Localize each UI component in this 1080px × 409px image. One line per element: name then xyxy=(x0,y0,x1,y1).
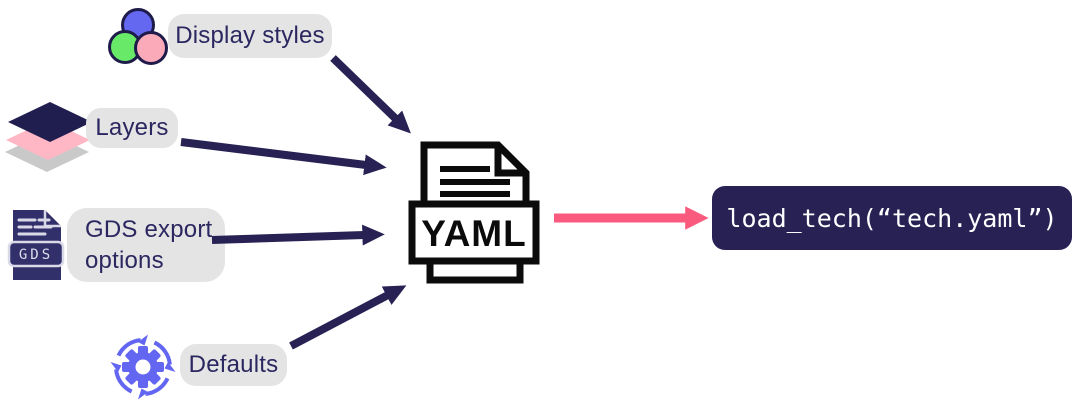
gds-export-options-label: GDS export options xyxy=(67,208,225,282)
defaults-label: Defaults xyxy=(180,344,287,386)
arrow-display-styles-to-yaml xyxy=(330,55,411,134)
yaml-icon-text: YAML xyxy=(421,213,526,254)
code-box: load_tech(“tech.yaml”) xyxy=(712,186,1072,250)
display-styles-text: Display styles xyxy=(175,22,325,49)
arrow-gds-to-yaml xyxy=(211,224,385,246)
yaml-file-icon: YAML xyxy=(408,141,540,284)
arrow-defaults-to-yaml xyxy=(289,285,407,350)
defaults-text: Defaults xyxy=(188,351,279,378)
gds-icon-text: GDS xyxy=(19,247,53,263)
code-text: load_tech(“tech.yaml”) xyxy=(726,203,1058,233)
display-styles-label: Display styles xyxy=(168,14,332,58)
gear-sync-icon xyxy=(110,334,176,400)
layers-label: Layers xyxy=(86,108,178,148)
sync-arrows xyxy=(110,334,176,400)
arrow-layers-to-yaml xyxy=(180,138,387,176)
color-circles-icon xyxy=(108,8,168,65)
gds-file-icon: GDS xyxy=(7,210,65,280)
gds-export-options-text: GDS export options xyxy=(85,215,213,274)
layers-text: Layers xyxy=(95,114,169,141)
layers-icon xyxy=(5,102,92,172)
